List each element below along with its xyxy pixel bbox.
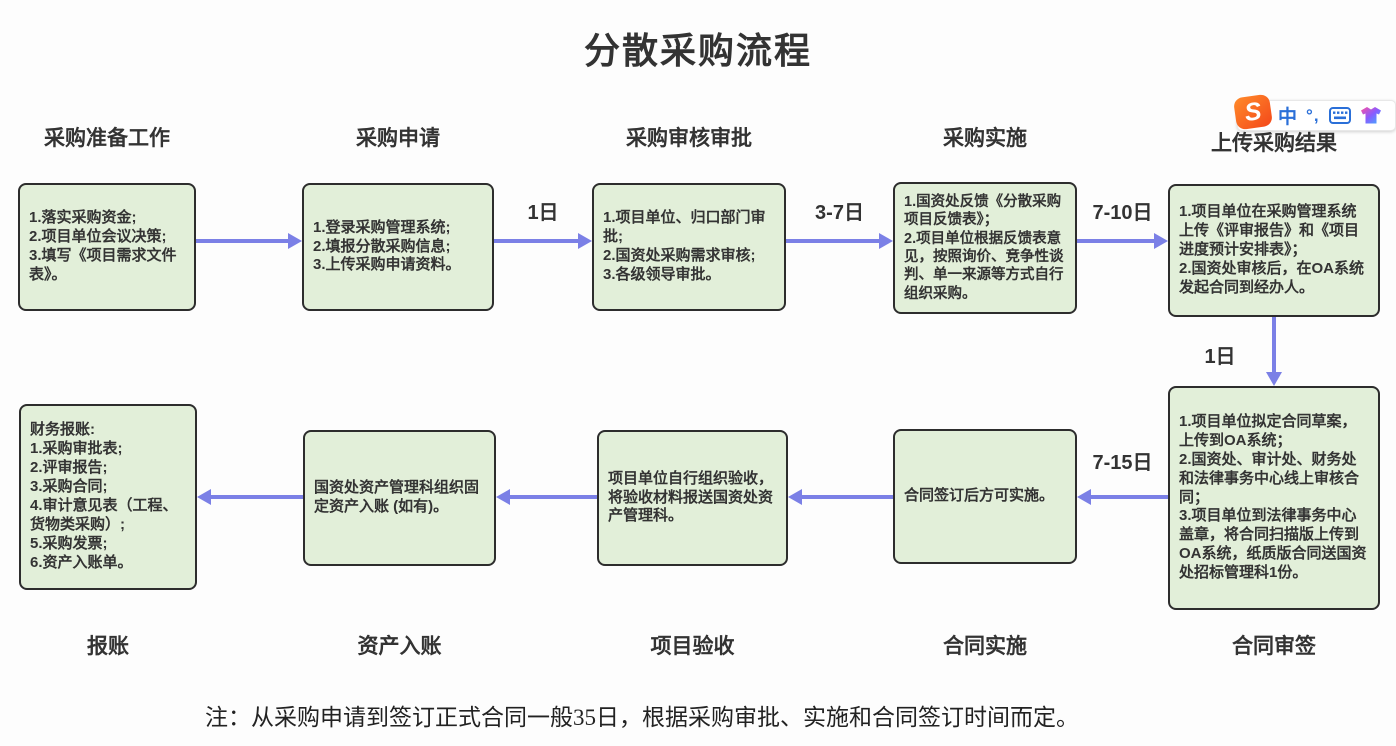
flow-box-text: 1.落实采购资金; 2.项目单位会议决策; 3.填写《项目需求文件表》。: [29, 209, 177, 283]
flow-box-text: 国资处资产管理科组织固定资产入账 (如有)。: [314, 479, 480, 515]
flow-arrow-prep-to-apply: [196, 233, 302, 249]
flow-arrow-upload-to-contract-sign: [1266, 317, 1282, 386]
flow-box-procure-prep: 1.落实采购资金; 2.项目单位会议决策; 3.填写《项目需求文件表》。: [18, 183, 196, 311]
flow-box-procure-implement: 1.国资处反馈《分散采购项目反馈表》； 2.项目单位根据反馈表意见，按照询价、竞…: [893, 182, 1077, 314]
stage-label-contract-sign: 合同审签: [1232, 635, 1316, 658]
flow-box-text: 1.项目单位在采购管理系统上传《评审报告》和《项目进度预计安排表》； 2.国资处…: [1179, 203, 1365, 296]
stage-label-procure-prep: 采购准备工作: [44, 127, 170, 150]
ime-toolbar[interactable]: S 中 °,: [1232, 93, 1396, 131]
ime-chinese-mode-button[interactable]: 中: [1278, 107, 1298, 128]
flow-box-text: 合同签订后方可实施。: [904, 487, 1055, 505]
keyboard-icon[interactable]: [1328, 107, 1351, 124]
stage-label-contract-implement: 合同实施: [943, 635, 1027, 658]
page-title: 分散采购流程: [583, 30, 812, 71]
flow-box-upload-result: 1.项目单位在采购管理系统上传《评审报告》和《项目进度预计安排表》； 2.国资处…: [1168, 184, 1380, 317]
stage-label-procure-apply: 采购申请: [356, 127, 440, 150]
duration-label-3-7days: 3-7日: [815, 202, 864, 224]
flow-box-contract-sign: 1.项目单位拟定合同草案，上传到OA系统； 2.国资处、审计处、财务处和法律事务…: [1168, 386, 1380, 610]
flow-arrow-contract-sign-to-implement: [1077, 489, 1168, 505]
flow-box-text: 项目单位自行组织验收，将验收材料报送国资处资产管理科。: [608, 469, 774, 525]
stage-label-procure-implement: 采购实施: [943, 127, 1027, 150]
flow-box-asset-booking: 国资处资产管理科组织固定资产入账 (如有)。: [303, 430, 496, 566]
flow-arrow-implement-to-acceptance: [788, 489, 893, 505]
duration-label-7-10days: 7-10日: [1092, 202, 1153, 224]
footnote: 注：从采购申请到签订正式合同一般35日，根据采购审批、实施和合同签订时间而定。: [205, 705, 1079, 730]
flow-box-text: 1.项目单位拟定合同草案，上传到OA系统； 2.国资处、审计处、财务处和法律事务…: [1179, 412, 1367, 582]
skin-icon[interactable]: [1360, 106, 1382, 125]
ime-punctuation-mode-button[interactable]: °,: [1306, 105, 1320, 125]
stage-label-reimbursement: 报账: [87, 635, 129, 658]
stage-label-asset-booking: 资产入账: [357, 635, 442, 658]
flow-box-contract-implement: 合同签订后方可实施。: [893, 429, 1077, 564]
flow-arrow-review-to-implement: [786, 233, 893, 249]
sogou-logo-icon[interactable]: S: [1232, 93, 1274, 131]
flow-box-project-acceptance: 项目单位自行组织验收，将验收材料报送国资处资产管理科。: [597, 430, 788, 566]
flow-box-text: 1.登录采购管理系统; 2.填报分散采购信息; 3.上传采购申请资料。: [313, 218, 461, 274]
flow-arrow-booking-to-reimbursement: [197, 489, 303, 505]
flow-box-procure-apply: 1.登录采购管理系统; 2.填报分散采购信息; 3.上传采购申请资料。: [302, 183, 494, 311]
stage-label-project-acceptance: 项目验收: [650, 635, 735, 658]
flow-box-reimbursement: 财务报账: 1.采购审批表; 2.评审报告; 3.采购合同; 4.审计意见表（工…: [19, 404, 197, 590]
flow-arrow-implement-to-upload: [1077, 233, 1168, 249]
stage-label-procure-review: 采购审核审批: [626, 127, 752, 150]
duration-label-1day: 1日: [527, 202, 559, 224]
flow-arrow-apply-to-review: [494, 233, 592, 249]
stage-label-upload-result: 上传采购结果: [1211, 132, 1337, 155]
flow-box-text: 1.项目单位、归口部门审批; 2.国资处采购需求审核; 3.各级领导审批。: [603, 209, 766, 283]
duration-label-1day-vertical: 1日: [1204, 346, 1236, 368]
duration-label-7-15days: 7-15日: [1092, 452, 1153, 474]
flow-arrow-acceptance-to-booking: [496, 489, 597, 505]
flow-box-text: 1.国资处反馈《分散采购项目反馈表》； 2.项目单位根据反馈表意见，按照询价、竞…: [904, 194, 1064, 302]
flow-box-text: 财务报账: 1.采购审批表; 2.评审报告; 3.采购合同; 4.审计意见表（工…: [30, 421, 178, 571]
flow-box-procure-review: 1.项目单位、归口部门审批; 2.国资处采购需求审核; 3.各级领导审批。: [592, 183, 786, 311]
